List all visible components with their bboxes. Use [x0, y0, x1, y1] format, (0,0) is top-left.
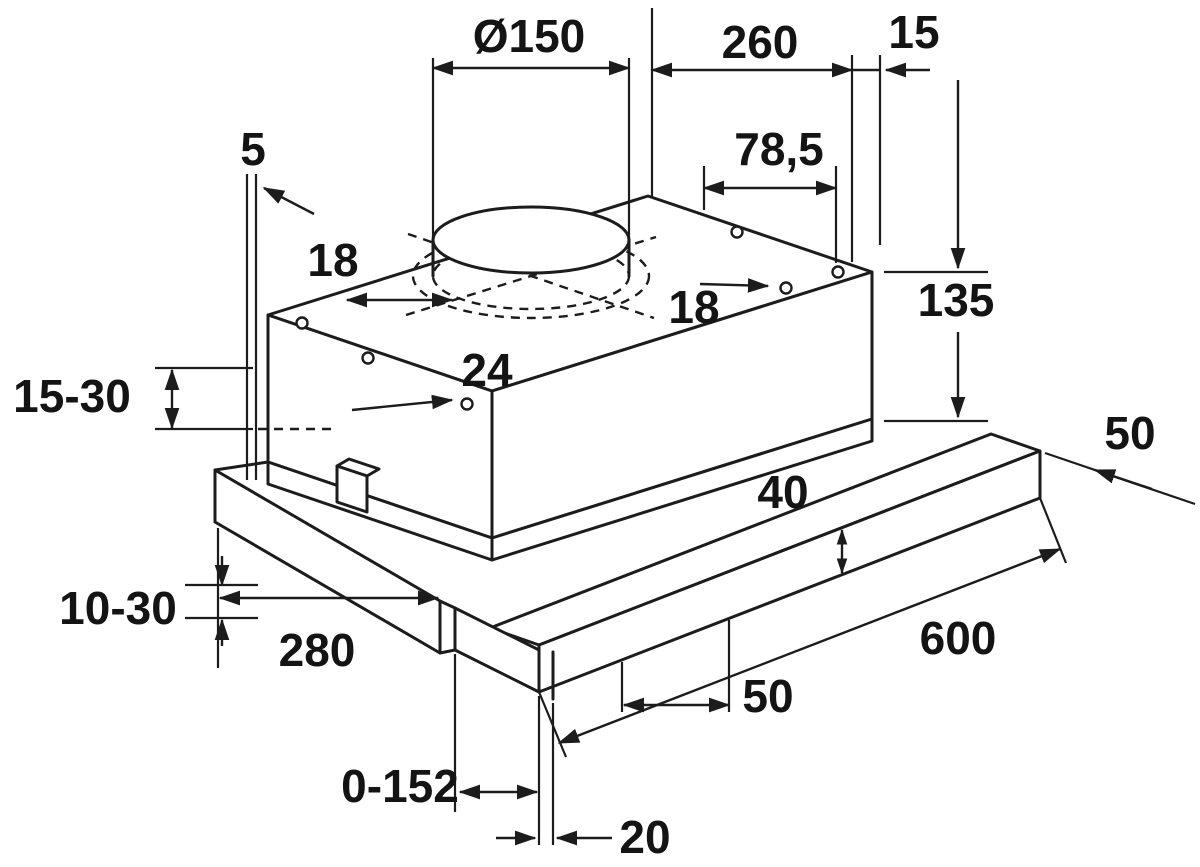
dim-arrow-18-right — [699, 278, 770, 293]
label-260: 260 — [722, 16, 799, 68]
dim-arrow-24 — [351, 394, 454, 412]
mounting-hole — [460, 397, 474, 411]
label-50-bottom: 50 — [742, 670, 793, 722]
label-15: 15 — [888, 6, 939, 58]
label-24: 24 — [461, 344, 513, 396]
label-duct-diameter: Ø150 — [473, 10, 586, 62]
label-600: 600 — [920, 612, 997, 664]
label-50-right: 50 — [1104, 407, 1155, 459]
duct-collar-top — [431, 205, 631, 275]
label-0-152: 0-152 — [341, 760, 459, 812]
duct-centerline-2 — [407, 232, 655, 320]
ext-600-left — [537, 691, 568, 758]
rail-connector-top — [438, 599, 457, 610]
mounting-hole — [295, 316, 309, 330]
label-20: 20 — [619, 811, 670, 863]
label-10-30: 10-30 — [59, 582, 177, 634]
label-78-5: 78,5 — [734, 123, 824, 175]
label-18-left: 18 — [307, 234, 358, 286]
dim-arrow-50-right — [1093, 468, 1153, 491]
label-18-right: 18 — [668, 281, 719, 333]
mounting-hole — [831, 265, 845, 279]
bottom-frame-top-edge — [213, 460, 270, 472]
housing-band-right — [490, 417, 874, 562]
mounting-hole — [361, 351, 375, 365]
label-5: 5 — [240, 123, 266, 175]
rail-connector-bottom — [438, 648, 457, 655]
duct-cutout-dashed — [411, 232, 651, 320]
label-40: 40 — [757, 466, 808, 518]
label-280: 280 — [279, 624, 356, 676]
label-135: 135 — [918, 274, 995, 326]
mounting-hole — [779, 281, 793, 295]
mounting-hole — [730, 225, 744, 239]
dim-arrow-5 — [262, 186, 315, 216]
label-15-30: 15-30 — [13, 370, 131, 422]
ext-600-right — [1038, 497, 1068, 564]
switch-box-front — [335, 464, 369, 514]
